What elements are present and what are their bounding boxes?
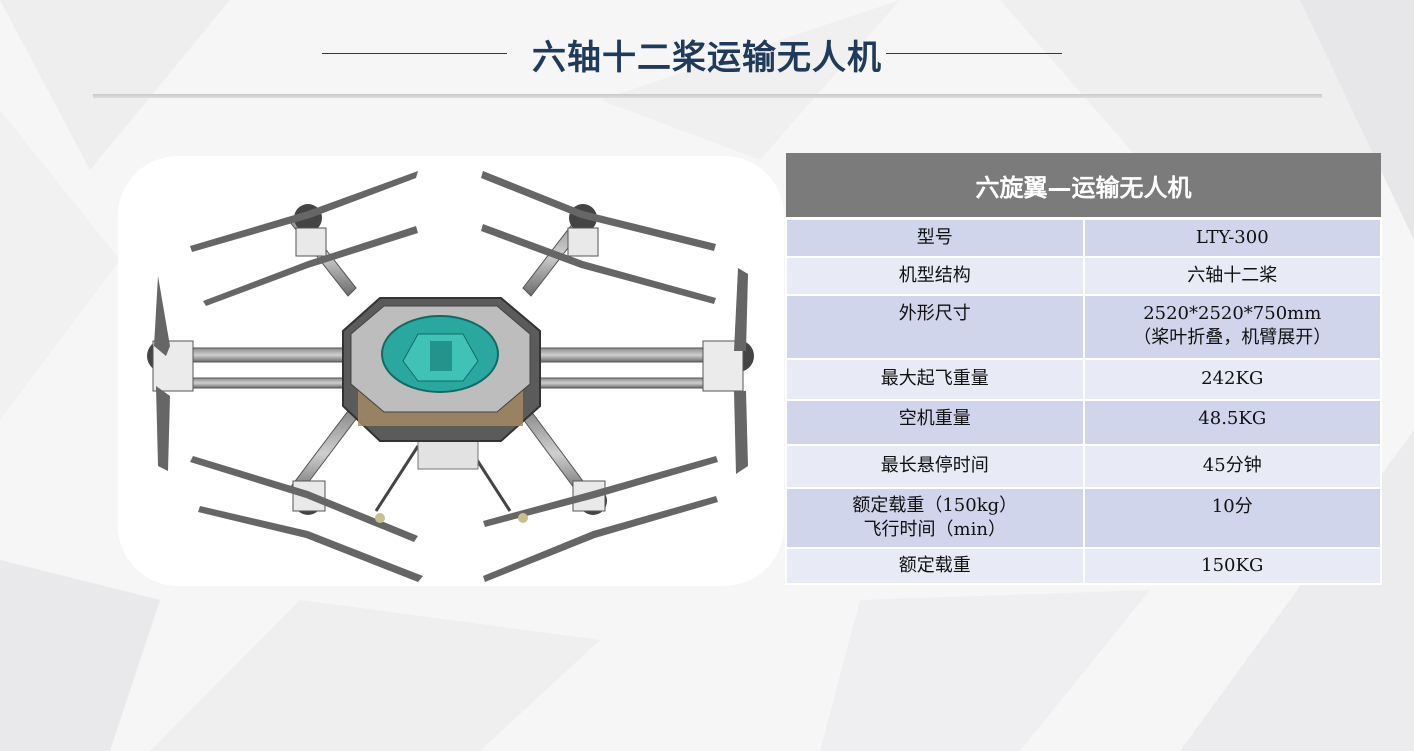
spec-table-header: 六旋翼—运输无人机 (786, 153, 1381, 220)
title-line-left (322, 53, 507, 54)
spec-label: 最大起飞重量 (785, 357, 1085, 401)
table-row: 机型结构 六轴十二桨 (785, 255, 1382, 296)
table-row: 空机重量 48.5KG (785, 398, 1382, 446)
page-title: 六轴十二桨运输无人机 (532, 38, 882, 78)
spec-value: 45分钟 (1082, 443, 1382, 489)
spec-value-line: （桨叶折叠，机臂展开） (1133, 326, 1332, 348)
title-divider (93, 94, 1322, 98)
spec-label: 最长悬停时间 (785, 443, 1085, 489)
spec-table: 六旋翼—运输无人机 型号 LTY-300 机型结构 六轴十二桨 外形尺寸 252… (785, 153, 1382, 585)
spec-value: 2520*2520*750mm （桨叶折叠，机臂展开） (1082, 293, 1382, 360)
spec-value: 10分 (1082, 486, 1382, 549)
spec-label: 额定载重（150kg） 飞行时间（min） (785, 486, 1085, 549)
spec-label-line: 飞行时间（min） (863, 518, 1006, 540)
spec-value-line: 2520*2520*750mm (1143, 302, 1322, 324)
spec-label: 型号 (785, 217, 1085, 258)
spec-value: 48.5KG (1082, 398, 1382, 446)
table-row: 额定载重（150kg） 飞行时间（min） 10分 (785, 486, 1382, 549)
table-row: 外形尺寸 2520*2520*750mm （桨叶折叠，机臂展开） (785, 293, 1382, 360)
drone-image-panel (118, 156, 784, 586)
spec-label-line: 额定载重（150kg） (852, 494, 1018, 516)
spec-label: 空机重量 (785, 398, 1085, 446)
spec-label: 额定载重 (785, 546, 1085, 585)
spec-label: 外形尺寸 (785, 293, 1085, 360)
table-row: 最大起飞重量 242KG (785, 357, 1382, 401)
spec-value: 150KG (1082, 546, 1382, 585)
hexacopter-drone-illustration (147, 171, 754, 582)
spec-value: LTY-300 (1082, 217, 1382, 258)
table-row: 额定载重 150KG (785, 546, 1382, 585)
spec-value: 242KG (1082, 357, 1382, 401)
table-row: 最长悬停时间 45分钟 (785, 443, 1382, 489)
title-line-right (886, 53, 1062, 54)
spec-value: 六轴十二桨 (1082, 255, 1382, 296)
spec-label: 机型结构 (785, 255, 1085, 296)
table-row: 型号 LTY-300 (785, 217, 1382, 258)
